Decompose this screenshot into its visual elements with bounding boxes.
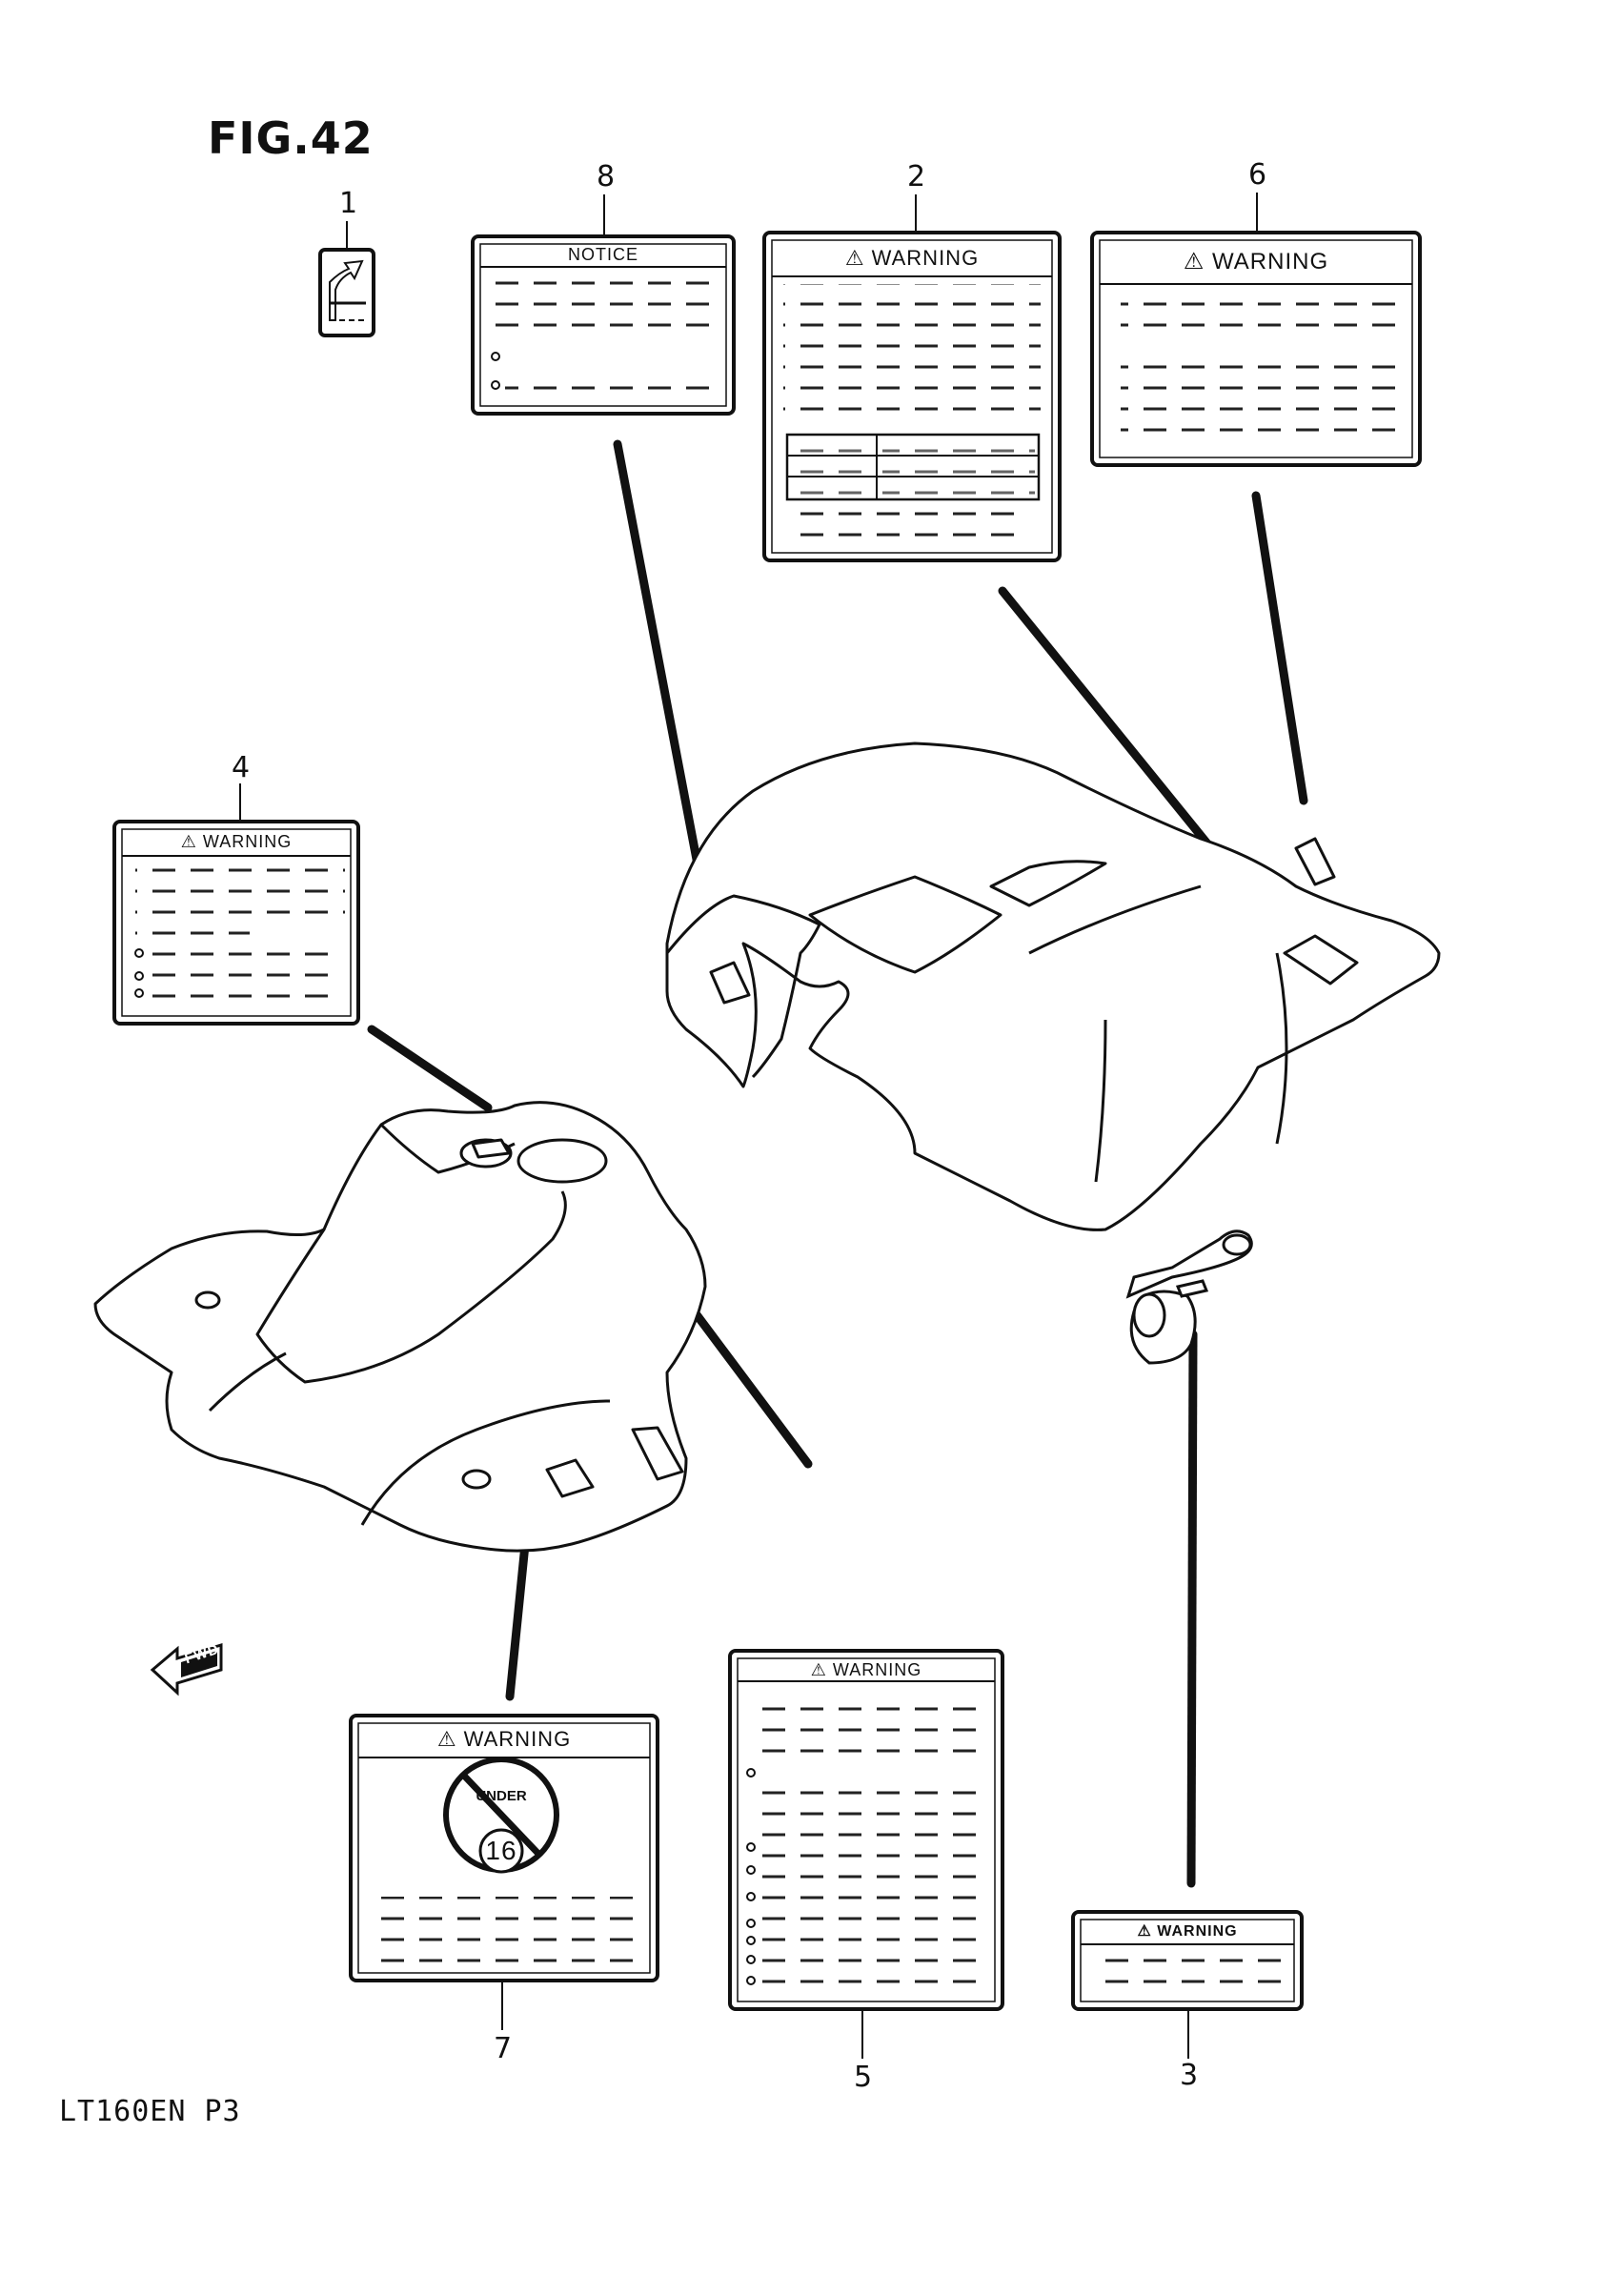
- callout-5: 5: [854, 2061, 873, 2094]
- sticker-2-title: WARNING: [871, 246, 980, 270]
- sticker-5-title: WARNING: [832, 1660, 922, 1679]
- front-fender: [93, 1101, 707, 1553]
- sticker-4-title: WARNING: [202, 832, 293, 851]
- warning-triangle-icon: ⚠: [1183, 249, 1205, 274]
- sticker-8-notice: [471, 234, 736, 416]
- warning-triangle-icon: ⚠: [810, 1660, 827, 1679]
- sticker-1-lever: [318, 248, 375, 337]
- sticker-3-header: ⚠ WARNING: [1081, 1921, 1294, 1940]
- sticker-6-header: ⚠ WARNING: [1100, 248, 1412, 275]
- figure-title: FIG.42: [208, 112, 374, 164]
- sticker-2-warning: [762, 231, 1062, 562]
- callout-2: 2: [907, 160, 926, 193]
- pointer-lines: [367, 439, 1308, 1888]
- sticker-6-title: WARNING: [1212, 249, 1329, 274]
- rear-fender: [665, 742, 1441, 1231]
- sticker-2-header: ⚠ WARNING: [772, 246, 1052, 271]
- sticker-4-warning: [112, 820, 360, 1026]
- sticker-6-warning: [1090, 231, 1422, 467]
- sticker-8-header: NOTICE: [480, 245, 726, 265]
- fwd-arrow-icon: [150, 1642, 223, 1697]
- under16-top-text: UNDER: [476, 1788, 527, 1804]
- sticker-7-warning-under16: [349, 1714, 659, 1982]
- handlebar-clamp: [1125, 1229, 1253, 1365]
- sticker-5-header: ⚠ WARNING: [738, 1660, 995, 1680]
- warning-triangle-icon: ⚠: [844, 246, 865, 270]
- callout-6: 6: [1248, 158, 1267, 192]
- sticker-4-header: ⚠ WARNING: [122, 832, 351, 852]
- callout-7: 7: [494, 2032, 513, 2065]
- warning-triangle-icon: ⚠: [1137, 1923, 1152, 1940]
- callout-8: 8: [597, 160, 616, 193]
- callout-1: 1: [339, 187, 358, 220]
- callout-leaders: [239, 193, 1258, 2059]
- sticker-8-title: NOTICE: [567, 245, 638, 264]
- sticker-5-warning: [728, 1649, 1004, 2011]
- sticker-3-warning: [1071, 1910, 1304, 2011]
- sticker-7-title: WARNING: [463, 1727, 572, 1751]
- callout-3: 3: [1180, 2059, 1199, 2092]
- warning-triangle-icon: ⚠: [180, 832, 197, 851]
- sticker-7-header: ⚠ WARNING: [358, 1727, 650, 1752]
- sticker-3-title: WARNING: [1157, 1923, 1238, 1940]
- model-code: LT160EN P3: [59, 2095, 241, 2128]
- under16-number: 16: [485, 1836, 517, 1865]
- warning-triangle-icon: ⚠: [436, 1727, 457, 1751]
- callout-4: 4: [232, 751, 251, 784]
